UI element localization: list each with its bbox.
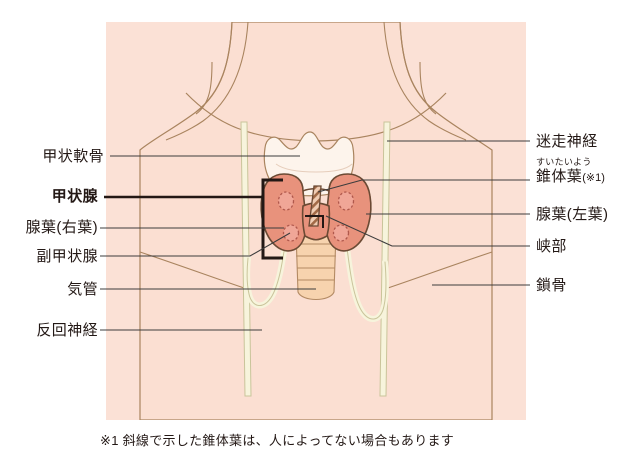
parathyroid-lower-left [282,224,300,242]
label-isthmus: 峡部 [536,238,567,255]
label-thyroid-gland: 甲状腺 [51,188,98,205]
footnote: ※1 斜線で示した錐体葉は、人によってない場合もあります [100,433,455,448]
leader-isthmus [325,215,530,247]
parathyroid-lower-right [332,224,350,242]
label-pyramidal-lobe-text: 錐体葉 [536,168,583,185]
label-pyramidal-lobe-note: (※1) [582,172,605,184]
leader-lines-left [100,155,316,331]
label-recurrent-nerve: 反回神経 [36,322,98,339]
recurrent-nerve-left [244,229,290,309]
leader-pyramidal-lobe [317,179,530,193]
recurrent-nerve-right [342,229,389,322]
trachea [295,231,337,301]
sternocleidomastoid-right [383,22,467,141]
parathyroid-upper-right [337,191,355,211]
thyroid-bracket [261,178,283,260]
leader-parathyroid [100,232,291,257]
clavicle-right [381,251,493,291]
parathyroid-upper-left [277,191,295,211]
isthmus-hook [305,215,324,228]
label-thyroid-cartilage: 甲状軟骨 [42,148,104,165]
label-pyramidal-lobe: すいたいよう 錐体葉(※1) [536,157,605,185]
label-trachea: 気管 [67,281,98,298]
neck-crease-right [419,61,437,115]
label-parathyroid: 副甲状腺 [36,248,98,265]
label-pyramidal-lobe-ruby: すいたいよう [536,157,592,167]
label-clavicle: 鎖骨 [536,277,567,294]
label-lobe-left: 腺葉(左葉) [536,206,609,223]
parathyroid-glands [277,191,355,242]
label-vagus-nerve: 迷走神経 [536,133,598,150]
leader-lines-right [317,140,530,286]
neck-crease-left [195,61,213,115]
cartilage-shade [275,163,353,173]
sternocleidomastoid-left [165,22,249,141]
label-pyramidal-lobe-base: 錐体葉(※1) [536,169,605,184]
label-lobe-right: 腺葉(右葉) [25,219,98,236]
